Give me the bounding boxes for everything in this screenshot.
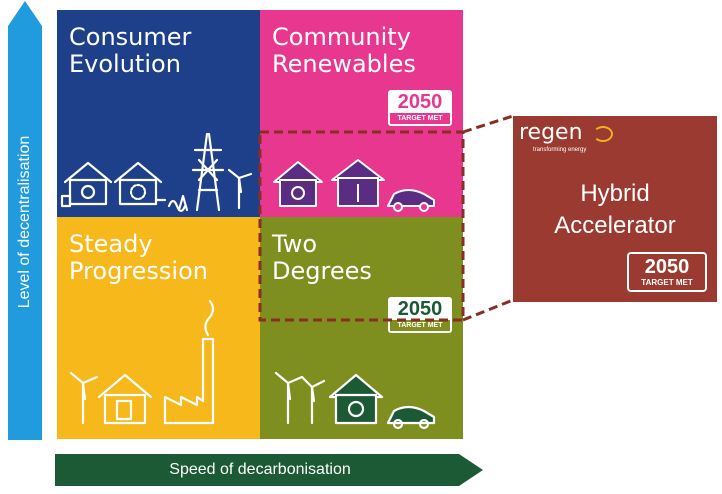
badge-text: TARGET MET [390,320,450,331]
badge-text: TARGET MET [641,278,693,287]
y-axis-arrow: Level of decentralisation [0,0,50,440]
wind-turbine-icon [274,371,304,425]
consumer-icons [60,132,253,213]
quadrant-title: Community Renewables [272,24,416,78]
x-axis-arrow: Speed of decarbonisation [55,450,485,490]
regen-tagline: transforming energy [533,147,587,153]
hybrid-accelerator-box: regen transforming energy Hybrid Acceler… [513,116,717,302]
house-icon [328,373,384,425]
regen-logo-text: regen [519,120,583,145]
factory-icon [163,299,215,425]
badge-text: TARGET MET [390,113,450,124]
pylon-icon [191,132,225,212]
x-axis-arrow-shape [55,454,483,486]
house-icon [273,161,323,207]
solar-house-icon [331,159,385,207]
quadrant-steady-progression: Steady Progression [57,217,260,439]
regen-logo: regen transforming energy [519,120,639,156]
hybrid-title-line-1: Hybrid [580,180,650,207]
y-axis-arrow-shape [8,1,42,440]
target-met-badge: 2050 TARGET MET [388,90,452,126]
house-icon [113,161,167,206]
regen-swirl-icon [593,126,613,142]
title-line-2: Progression [69,257,208,285]
wind-turbine-icon [69,371,99,425]
title-line-2: Renewables [272,50,416,78]
x-axis-label: Speed of decarbonisation [169,461,351,478]
house-icon [97,373,153,425]
quadrant-title: Steady Progression [69,231,208,285]
title-line-2: Evolution [69,50,181,78]
title-line-1: Consumer [69,23,192,51]
hybrid-title-line-2: Accelerator [554,212,676,239]
quadrant-consumer-evolution: Consumer Evolution [57,10,260,217]
electric-car-icon [387,189,435,212]
badge-year: 2050 [397,91,443,113]
badge-year: 2050 [644,256,690,278]
wind-turbine-icon [300,375,326,425]
y-axis-label: Level of decentralisation [16,135,33,309]
quadrant-two-degrees: Two Degrees 2050 TARGET MET [260,217,463,439]
quadrant-title: Consumer Evolution [69,24,191,78]
title-line-1: Community [272,23,411,51]
wind-turbine-icon [227,168,253,210]
house-icon [60,161,113,208]
steady-icons [69,299,215,425]
title-line-1: Steady [69,230,153,258]
community-icons [273,159,435,212]
quadrant-community-renewables: Community Renewables 2050 TARGET MET [260,10,463,217]
hybrid-target-badge: 2050 TARGET MET [627,252,707,292]
electric-car-icon [386,405,436,430]
hybrid-title: Hybrid Accelerator [513,178,717,242]
two-degrees-icons [274,371,436,430]
